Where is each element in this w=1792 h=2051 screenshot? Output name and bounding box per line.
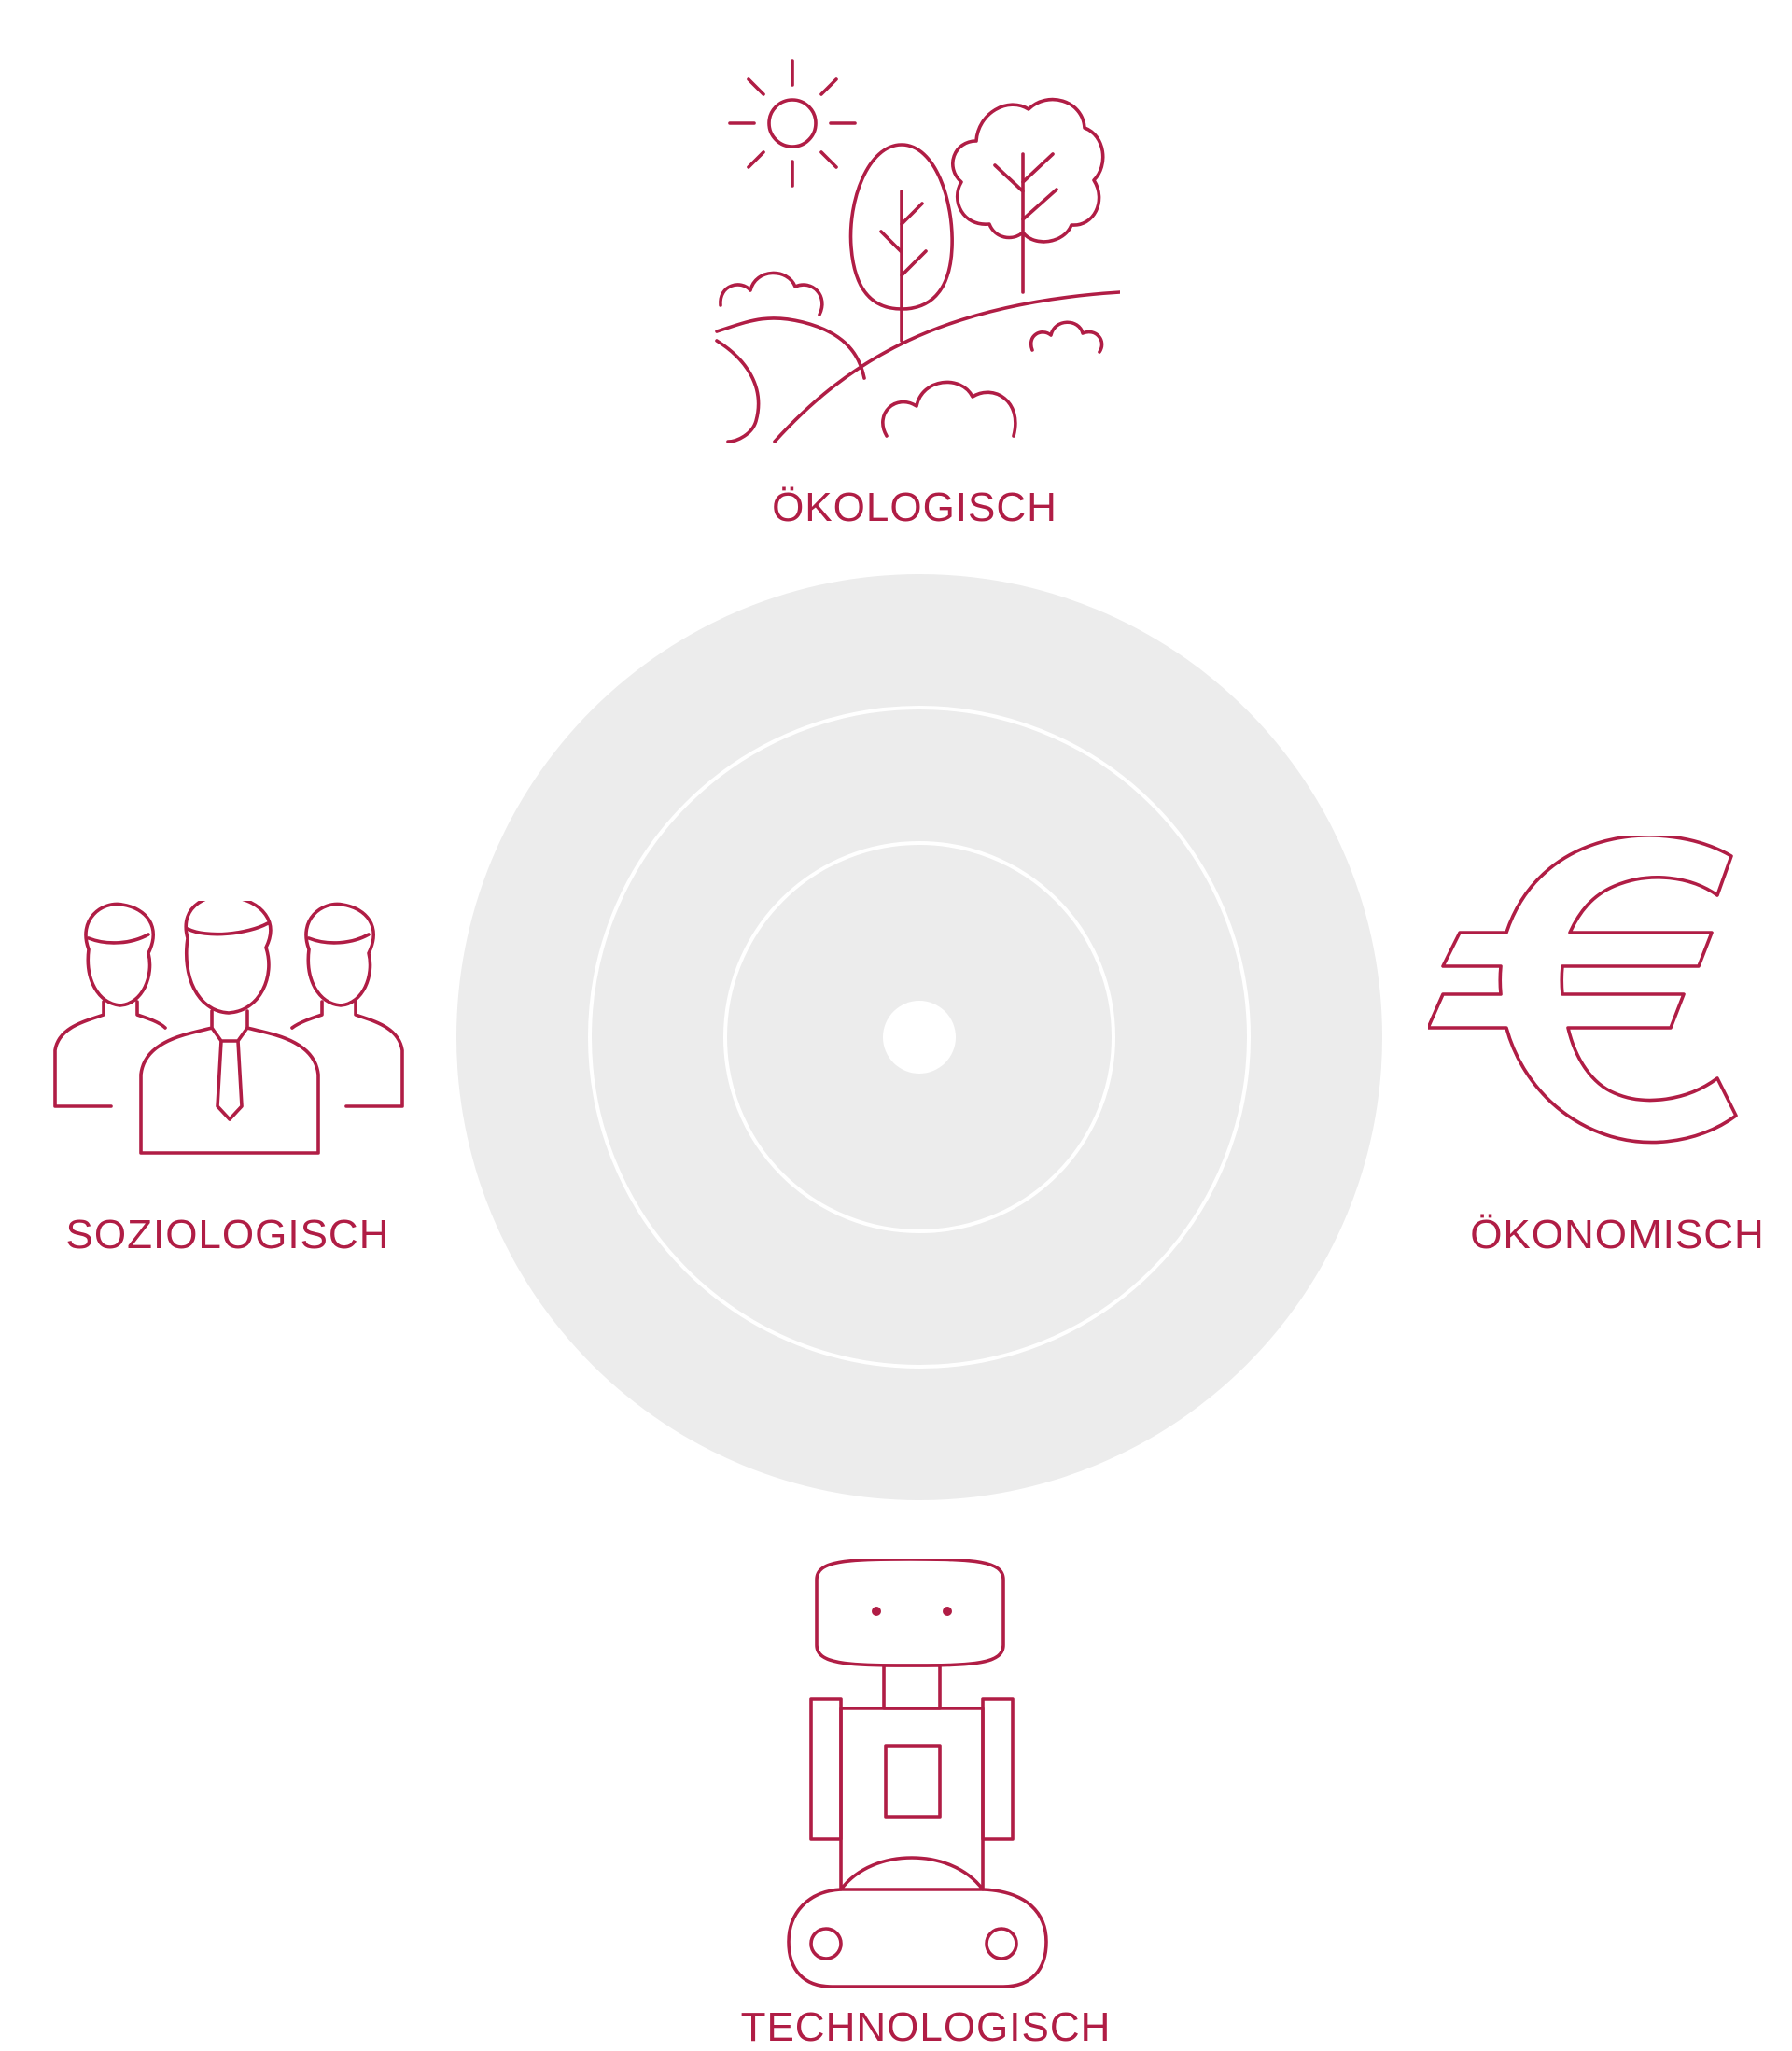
ring-outer <box>588 706 1251 1369</box>
label-soziologisch: SOZIOLOGISCH <box>65 1212 390 1257</box>
euro-icon <box>1428 836 1745 1172</box>
ring-inner <box>723 841 1115 1233</box>
center-dot <box>883 1001 956 1074</box>
center-target <box>456 574 1382 1500</box>
robot-icon <box>770 1559 1069 1998</box>
landscape-icon <box>709 51 1120 462</box>
label-oekonomisch: ÖKONOMISCH <box>1470 1212 1765 1257</box>
people-group-icon <box>51 901 406 1172</box>
label-technologisch: TECHNOLOGISCH <box>740 2004 1112 2050</box>
label-oekologisch: ÖKOLOGISCH <box>772 485 1057 530</box>
